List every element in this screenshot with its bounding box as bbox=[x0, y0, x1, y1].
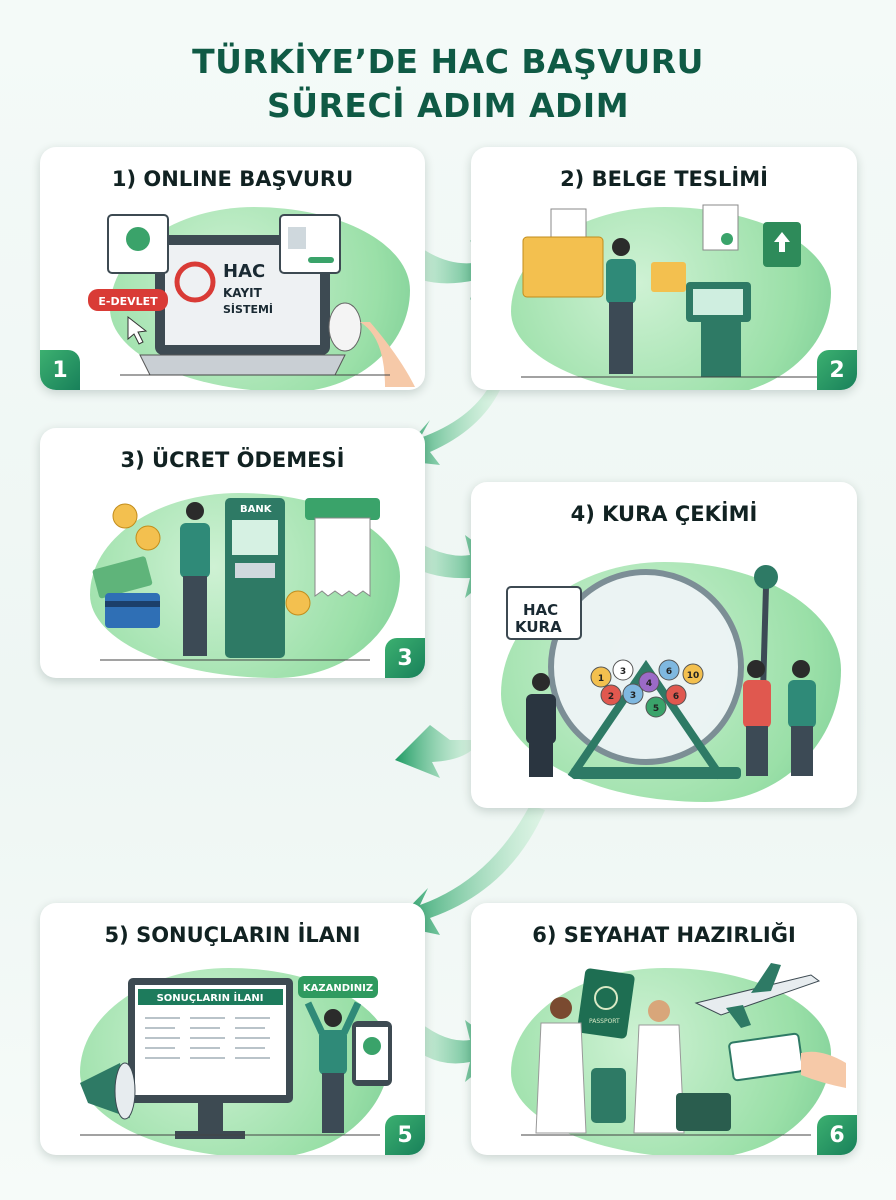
passport-label: PASSPORT bbox=[589, 1018, 620, 1025]
lottery-ball-number: 3 bbox=[630, 691, 636, 701]
lottery-ball-number: 4 bbox=[646, 679, 652, 689]
lottery-ball bbox=[665, 684, 687, 706]
step-number-badge: 1 bbox=[40, 350, 80, 390]
atm-icon bbox=[225, 498, 285, 658]
step-number-badge: 2 bbox=[817, 350, 857, 390]
mouse-icon bbox=[328, 302, 415, 387]
person-icon bbox=[180, 502, 210, 656]
sign-icon bbox=[506, 586, 582, 640]
lottery-ball-number: 5 bbox=[653, 704, 659, 714]
step-number-badge: 5 bbox=[385, 1115, 425, 1155]
hac-label: HAC bbox=[223, 261, 265, 282]
step-card-6: 6) SEYAHAT HAZIRLIĞI PASSPORT 6 bbox=[471, 903, 857, 1155]
kura-label: KURA bbox=[515, 618, 562, 636]
lottery-ball bbox=[612, 659, 634, 681]
credit-card-icon bbox=[105, 593, 160, 628]
lottery-ball bbox=[645, 696, 667, 718]
page-title: TÜRKİYE’DE HAC BAŞVURU SÜRECİ ADIM ADIM bbox=[0, 40, 896, 128]
lottery-ball-number: 10 bbox=[687, 671, 700, 681]
step-title: 2) BELGE TESLİMİ bbox=[560, 167, 768, 191]
cash-icon bbox=[92, 556, 153, 599]
results-board-label: SONUÇLARIN İLANI bbox=[157, 990, 264, 1004]
e-devlet-label: E-DEVLET bbox=[98, 295, 158, 308]
person-icon bbox=[606, 238, 636, 374]
phone-check-icon bbox=[352, 1021, 392, 1086]
lottery-ball bbox=[658, 659, 680, 681]
winner-label: KAZANDINIZ bbox=[303, 983, 373, 994]
lottery-ball-number: 6 bbox=[673, 692, 679, 702]
kayit-label: KAYIT bbox=[223, 286, 263, 300]
step-card-2: 2) BELGE TESLİMİ 2 bbox=[471, 147, 857, 390]
person-icon bbox=[743, 660, 816, 776]
folder-icon bbox=[522, 208, 604, 298]
step-number-badge: 3 bbox=[385, 638, 425, 678]
folder-icon bbox=[651, 262, 686, 292]
ticket-icon bbox=[728, 1032, 846, 1088]
bank-label: BANK bbox=[240, 504, 273, 515]
kiosk-icon bbox=[686, 282, 751, 377]
step-title: 4) KURA ÇEKİMİ bbox=[570, 502, 758, 526]
step-number-badge: 4 bbox=[483, 775, 499, 801]
lottery-ball bbox=[638, 671, 660, 693]
sistemi-label: SİSTEMİ bbox=[223, 302, 273, 316]
lottery-ball-number: 3 bbox=[620, 667, 626, 677]
hac-label: HAC bbox=[523, 601, 558, 619]
profile-window-icon bbox=[107, 214, 169, 274]
kayit-logo bbox=[174, 261, 216, 303]
lottery-ball bbox=[622, 683, 644, 705]
winner-bubble bbox=[298, 976, 378, 998]
document-icon bbox=[702, 204, 739, 251]
lottery-ball bbox=[682, 663, 704, 685]
lottery-ball-number: 2 bbox=[608, 692, 614, 702]
upload-icon bbox=[763, 222, 801, 267]
lottery-ball-number: 1 bbox=[598, 674, 604, 684]
step-title: 5) SONUÇLARIN İLANI bbox=[104, 923, 361, 947]
person-cheering-icon bbox=[304, 1001, 362, 1133]
step-card-3: 3) ÜCRET ÖDEMESİ BANK 3 bbox=[40, 428, 425, 678]
step-title: 1) ONLINE BAŞVURU bbox=[111, 167, 354, 191]
receipt-icon bbox=[305, 498, 380, 597]
arrow-4-5b bbox=[392, 805, 545, 935]
step-title: 6) SEYAHAT HAZIRLIĞI bbox=[532, 923, 796, 947]
step-card-1: 1) ONLINE BAŞVURU HAC KAYIT SİSTEMİ E-DE… bbox=[40, 147, 425, 390]
cursor-icon bbox=[127, 315, 148, 345]
lottery-drum-icon bbox=[548, 565, 778, 780]
official-person-icon bbox=[526, 673, 556, 777]
suitcase-icon bbox=[591, 1068, 731, 1131]
lottery-ball bbox=[600, 684, 622, 706]
arrow-4-5 bbox=[395, 725, 480, 778]
step-number-badge: 6 bbox=[817, 1115, 857, 1155]
title-line-2: SÜRECİ ADIM ADIM bbox=[266, 86, 630, 125]
megaphone-icon bbox=[80, 1062, 136, 1120]
step-card-5: 5) SONUÇLARIN İLANI SONUÇLARIN İLANI KAZ… bbox=[40, 903, 425, 1155]
monitor-icon bbox=[128, 978, 293, 1139]
pilgrim-icon bbox=[535, 997, 685, 1134]
lottery-ball bbox=[590, 666, 612, 688]
e-devlet-button[interactable] bbox=[88, 289, 168, 311]
airplane-icon bbox=[694, 963, 821, 1028]
step-title: 3) ÜCRET ÖDEMESİ bbox=[120, 448, 345, 472]
coin-icon bbox=[112, 503, 311, 616]
lottery-ball-number: 6 bbox=[666, 667, 672, 677]
title-line-1: TÜRKİYE’DE HAC BAŞVURU bbox=[192, 42, 704, 81]
id-window-icon bbox=[279, 214, 341, 274]
passport-icon bbox=[577, 968, 635, 1039]
